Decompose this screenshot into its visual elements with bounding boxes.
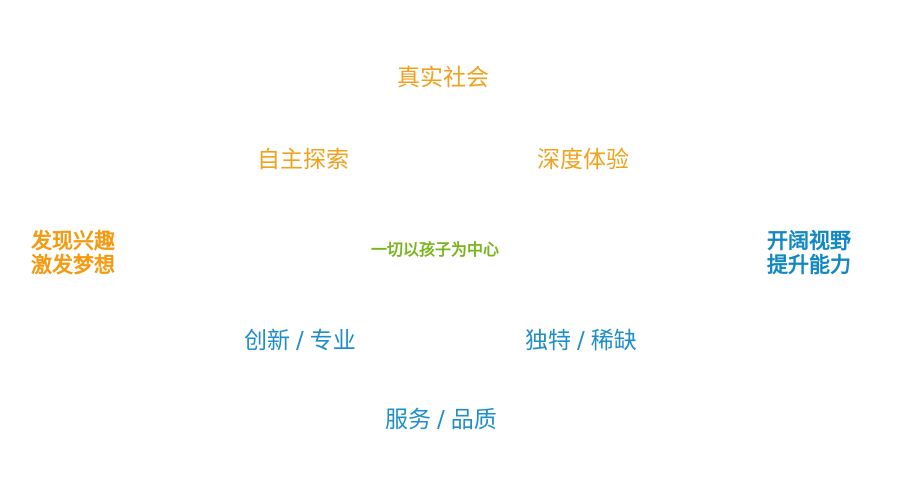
right-block-line2: 提升能力: [767, 253, 851, 278]
lower-left-label: 创新/专业: [244, 330, 356, 353]
top-label: 真实社会: [397, 65, 489, 91]
lower-right-part1: 独特: [525, 328, 571, 354]
lower-left-separator: /: [296, 328, 304, 354]
lower-right-part2: 稀缺: [590, 328, 637, 354]
lower-right-separator: /: [577, 328, 585, 354]
bottom-label: 服务/品质: [385, 409, 497, 432]
lower-right-label: 独特/稀缺: [525, 330, 637, 353]
left-block-line2: 激发梦想: [31, 253, 115, 278]
left-block: 发现兴趣 激发梦想: [31, 229, 115, 277]
bottom-part2: 品质: [450, 407, 497, 433]
right-block-line1: 开阔视野: [767, 229, 851, 253]
upper-right-label: 深度体验: [537, 147, 629, 173]
right-block: 开阔视野 提升能力: [767, 229, 851, 277]
bottom-separator: /: [437, 407, 445, 433]
lower-left-part1: 创新: [244, 328, 290, 354]
center-label: 一切以孩子为中心: [371, 240, 500, 259]
upper-left-label: 自主探索: [257, 147, 349, 173]
lower-left-part2: 专业: [309, 328, 356, 354]
left-block-line1: 发现兴趣: [31, 229, 115, 253]
bottom-part1: 服务: [385, 407, 431, 433]
